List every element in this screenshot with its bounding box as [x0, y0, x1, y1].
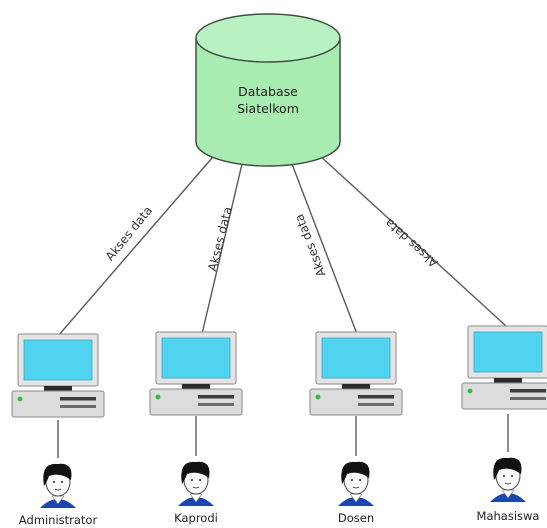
- person-eye: [61, 481, 63, 483]
- monitor-screen: [161, 337, 231, 379]
- database-top: [195, 13, 341, 63]
- person-eye: [503, 475, 505, 477]
- power-led: [467, 388, 473, 394]
- person-eye: [359, 479, 361, 481]
- user-name-mahasiswa: Mahasiswa: [477, 509, 540, 523]
- person-mouth: [192, 486, 200, 489]
- computer-case: [11, 390, 105, 418]
- drive-slot: [510, 389, 546, 393]
- computer-case: [461, 382, 547, 410]
- person-hair: [181, 461, 210, 484]
- monitor-stand: [182, 384, 210, 389]
- person-eye: [351, 479, 353, 481]
- drive-slot: [198, 395, 234, 399]
- database-cylinder: Database Siatelkom: [195, 13, 341, 167]
- person-hair: [341, 461, 370, 484]
- monitor-screen: [473, 331, 543, 373]
- monitor-stand: [494, 378, 522, 383]
- computer-mahasiswa: [461, 325, 547, 502]
- person-hair: [43, 463, 72, 486]
- monitor-stand: [44, 386, 72, 391]
- computer-dosen: [309, 331, 403, 506]
- person-mouth: [504, 482, 512, 485]
- drive-slot: [60, 405, 96, 408]
- database-label-line2: Siatelkom: [237, 101, 299, 116]
- monitor-screen: [23, 339, 93, 381]
- person-mahasiswa-icon: [490, 457, 526, 502]
- connection-label-2: Akses data: [205, 205, 235, 272]
- line-to-mahasiswa: [317, 153, 507, 327]
- user-name-kaprodi: Kaprodi: [174, 511, 218, 525]
- connection-label-4: Akses data: [382, 216, 440, 270]
- computer-administrator: [11, 333, 105, 508]
- person-eye: [199, 479, 201, 481]
- drive-slot: [358, 395, 394, 399]
- person-hair: [493, 457, 522, 480]
- person-eye: [191, 479, 193, 481]
- database-label-line1: Database: [238, 84, 298, 99]
- power-led: [315, 394, 321, 400]
- power-led: [17, 396, 23, 402]
- database-body: [195, 38, 341, 167]
- drive-slot: [358, 403, 394, 406]
- user-name-dosen: Dosen: [338, 511, 374, 525]
- person-administrator-icon: [40, 463, 76, 508]
- power-led: [155, 394, 161, 400]
- monitor-screen: [321, 337, 391, 379]
- monitor-stand: [342, 384, 370, 389]
- person-kaprodi-icon: [178, 461, 214, 506]
- drive-slot: [198, 403, 234, 406]
- user-name-administrator: Administrator: [19, 513, 98, 527]
- computer-kaprodi: [149, 331, 243, 506]
- person-dosen-icon: [338, 461, 374, 506]
- person-eye: [53, 481, 55, 483]
- line-to-administrator: [57, 157, 213, 337]
- drive-slot: [510, 397, 546, 400]
- drive-slot: [60, 397, 96, 401]
- computer-case: [309, 388, 403, 416]
- line-to-dosen: [291, 163, 358, 335]
- person-mouth: [54, 488, 62, 491]
- computer-case: [149, 388, 243, 416]
- line-to-kaprodi: [201, 163, 243, 335]
- person-mouth: [352, 486, 360, 489]
- connection-lines: [57, 153, 509, 458]
- person-eye: [511, 475, 513, 477]
